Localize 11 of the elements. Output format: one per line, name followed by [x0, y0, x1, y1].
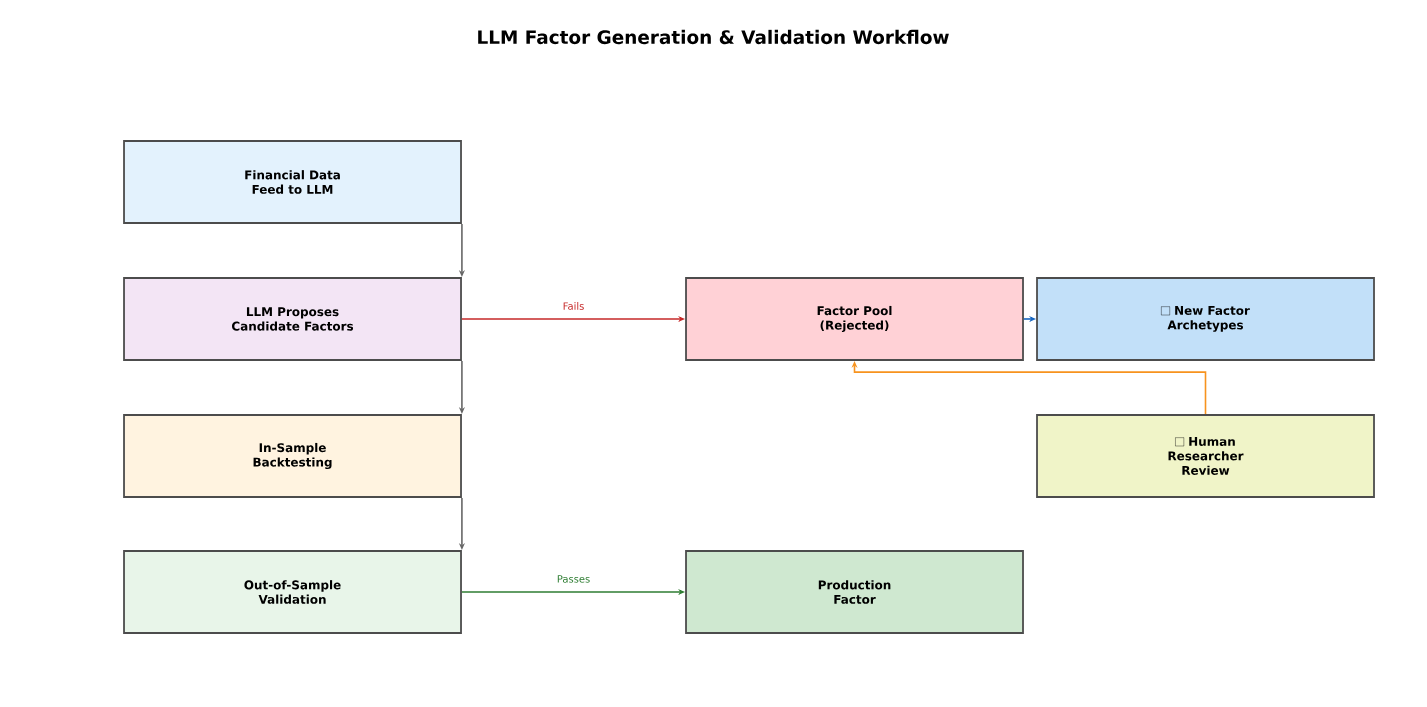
process-box: New Factor Archetypes	[1036, 277, 1375, 361]
edge-label: Fails	[561, 301, 586, 311]
process-box: Production Factor	[685, 550, 1024, 634]
process-box: In-Sample Backtesting	[123, 414, 462, 498]
edge-label: Passes	[555, 574, 592, 584]
title: LLM Factor Generation & Validation Workflow	[478, 29, 949, 45]
process-box: Factor Pool (Rejected)	[685, 277, 1024, 361]
process-box: Out-of-Sample Validation	[123, 550, 462, 634]
process-box: LLM Proposes Candidate Factors	[123, 277, 462, 361]
process-box: Financial Data Feed to LLM	[123, 140, 462, 224]
process-box: Human Researcher Review	[1036, 414, 1375, 498]
